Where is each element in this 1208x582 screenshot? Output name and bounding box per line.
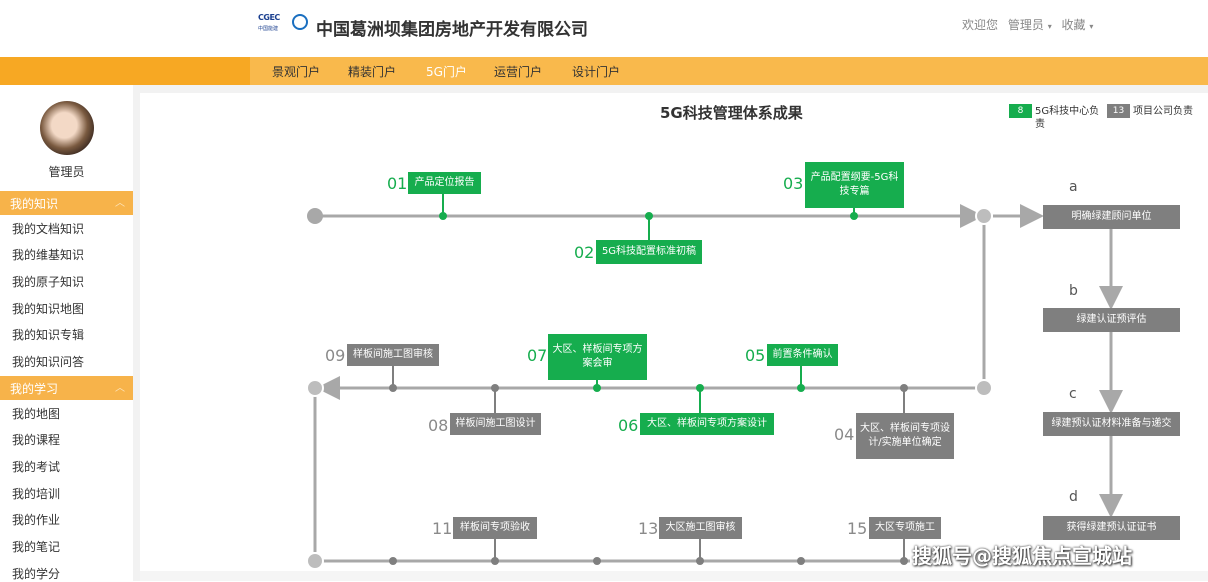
chevron-up-icon: ︿ bbox=[115, 198, 125, 209]
step-number-09: 09 bbox=[325, 346, 346, 365]
step-node-03[interactable]: 产品配置纲要-5G科技专篇 bbox=[805, 162, 904, 208]
sidebar: 管理员 我的知识 ︿ 我的文档知识 我的维基知识 我的原子知识 我的知识地图 我… bbox=[0, 85, 133, 581]
side-step-c[interactable]: 绿建预认证材料准备与递交 bbox=[1043, 412, 1180, 436]
nav-design-portal[interactable]: 设计门户 bbox=[572, 65, 621, 79]
logo-text: CGEC bbox=[258, 13, 280, 22]
step-node-08[interactable]: 样板间施工图设计 bbox=[450, 413, 541, 435]
sidebar-item-notes[interactable]: 我的笔记 bbox=[12, 540, 61, 554]
sidebar-item-map[interactable]: 我的地图 bbox=[12, 407, 61, 421]
step-number-15: 15 bbox=[847, 519, 868, 538]
step-number-06: 06 bbox=[618, 416, 639, 435]
sidebar-item-homework[interactable]: 我的作业 bbox=[12, 513, 61, 527]
user-menu-label: 管理员 bbox=[1007, 18, 1044, 32]
legend-label-gray: 项目公司负责 bbox=[1133, 106, 1193, 117]
nav-decoration-portal[interactable]: 精装门户 bbox=[348, 65, 397, 79]
chevron-up-icon: ︿ bbox=[115, 383, 125, 394]
sidebar-item-knowledge-qa[interactable]: 我的知识问答 bbox=[12, 355, 85, 369]
sidebar-item-knowledge-map[interactable]: 我的知识地图 bbox=[12, 302, 85, 316]
bottom-strip bbox=[140, 571, 1208, 581]
step-number-08: 08 bbox=[428, 416, 449, 435]
sidebar-item-doc-knowledge[interactable]: 我的文档知识 bbox=[12, 222, 85, 236]
step-number-04: 04 bbox=[834, 425, 855, 444]
step-node-04[interactable]: 大区、样板间专项设计/实施单位确定 bbox=[856, 413, 954, 459]
sidebar-group-knowledge[interactable]: 我的知识 ︿ bbox=[0, 191, 133, 215]
sidebar-item-exams[interactable]: 我的考试 bbox=[12, 460, 61, 474]
sidebar-group-label: 我的知识 bbox=[10, 197, 59, 211]
legend-label-green: 5G科技中心负责 bbox=[1035, 106, 1100, 130]
user-menu[interactable]: 管理员 ▾ bbox=[1008, 18, 1052, 32]
favorites-label: 收藏 bbox=[1061, 18, 1086, 32]
side-step-letter-c: c bbox=[1069, 386, 1077, 402]
step-number-03: 03 bbox=[783, 174, 804, 193]
sidebar-item-wiki-knowledge[interactable]: 我的维基知识 bbox=[12, 248, 85, 262]
gezhouba-logo-icon bbox=[292, 14, 308, 30]
step-node-13[interactable]: 大区施工图审核 bbox=[659, 517, 742, 539]
caret-down-icon: ▾ bbox=[1089, 22, 1094, 31]
step-node-06[interactable]: 大区、样板间专项方案设计 bbox=[640, 413, 774, 435]
step-node-15[interactable]: 大区专项施工 bbox=[869, 517, 941, 539]
step-number-01: 01 bbox=[387, 174, 408, 193]
side-step-a[interactable]: 明确绿建顾问单位 bbox=[1043, 205, 1180, 229]
sidebar-group-learning[interactable]: 我的学习 ︿ bbox=[0, 376, 133, 400]
sidebar-item-credits[interactable]: 我的学分 bbox=[12, 567, 61, 581]
sidebar-item-knowledge-album[interactable]: 我的知识专辑 bbox=[12, 328, 85, 342]
step-node-02[interactable]: 5G科技配置标准初稿 bbox=[596, 240, 702, 264]
avatar[interactable] bbox=[40, 101, 94, 155]
step-node-07[interactable]: 大区、样板间专项方案会审 bbox=[548, 334, 647, 380]
watermark-text: 搜狐号@搜狐焦点宣城站 bbox=[912, 544, 1132, 568]
step-number-11: 11 bbox=[432, 519, 453, 538]
legend-count-gray: 13 bbox=[1107, 104, 1130, 118]
nav-landscape-portal[interactable]: 景观门户 bbox=[272, 65, 321, 79]
logo-subtext: 中国能建 bbox=[258, 26, 279, 32]
ceec-logo: CGEC 中国能建 bbox=[258, 13, 286, 37]
side-step-d[interactable]: 获得绿建预认证证书 bbox=[1043, 516, 1180, 540]
main-content bbox=[140, 93, 1208, 581]
sidebar-item-courses[interactable]: 我的课程 bbox=[12, 433, 61, 447]
nav-operation-portal[interactable]: 运营门户 bbox=[494, 65, 543, 79]
favorites-menu[interactable]: 收藏 ▾ bbox=[1062, 18, 1094, 32]
diagram-title: 5G科技管理体系成果 bbox=[660, 104, 803, 122]
step-number-13: 13 bbox=[638, 519, 659, 538]
avatar-name: 管理员 bbox=[48, 165, 85, 179]
nav-5g-portal[interactable]: 5G门户 bbox=[426, 65, 467, 79]
step-number-07: 07 bbox=[527, 346, 548, 365]
caret-down-icon: ▾ bbox=[1047, 22, 1052, 31]
step-node-11[interactable]: 样板间专项验收 bbox=[453, 517, 537, 539]
sidebar-item-training[interactable]: 我的培训 bbox=[12, 487, 61, 501]
side-step-letter-b: b bbox=[1069, 283, 1078, 299]
content-gutter bbox=[133, 85, 140, 581]
side-step-letter-d: d bbox=[1069, 489, 1078, 505]
company-name: 中国葛洲坝集团房地产开发有限公司 bbox=[316, 20, 588, 40]
portal-nav: 景观门户 精装门户 5G门户 运营门户 设计门户 bbox=[0, 57, 1208, 85]
step-node-05[interactable]: 前置条件确认 bbox=[767, 344, 838, 366]
sidebar-group-label: 我的学习 bbox=[10, 382, 59, 396]
step-node-09[interactable]: 样板间施工图审核 bbox=[347, 344, 439, 366]
step-number-05: 05 bbox=[745, 346, 766, 365]
side-step-letter-a: a bbox=[1069, 179, 1078, 195]
content-top-gutter bbox=[133, 85, 1208, 93]
legend-count-green: 8 bbox=[1009, 104, 1032, 118]
side-step-b[interactable]: 绿建认证预评估 bbox=[1043, 308, 1180, 332]
step-node-01[interactable]: 产品定位报告 bbox=[408, 172, 481, 194]
user-nav: 欢迎您 管理员 ▾ 收藏 ▾ bbox=[962, 16, 1099, 33]
step-number-02: 02 bbox=[574, 243, 595, 262]
sidebar-item-atomic-knowledge[interactable]: 我的原子知识 bbox=[12, 275, 85, 289]
welcome-text: 欢迎您 bbox=[962, 18, 999, 32]
top-header: CGEC 中国能建 中国葛洲坝集团房地产开发有限公司 欢迎您 管理员 ▾ 收藏 … bbox=[0, 0, 1208, 57]
portal-nav-bar bbox=[250, 57, 1208, 85]
